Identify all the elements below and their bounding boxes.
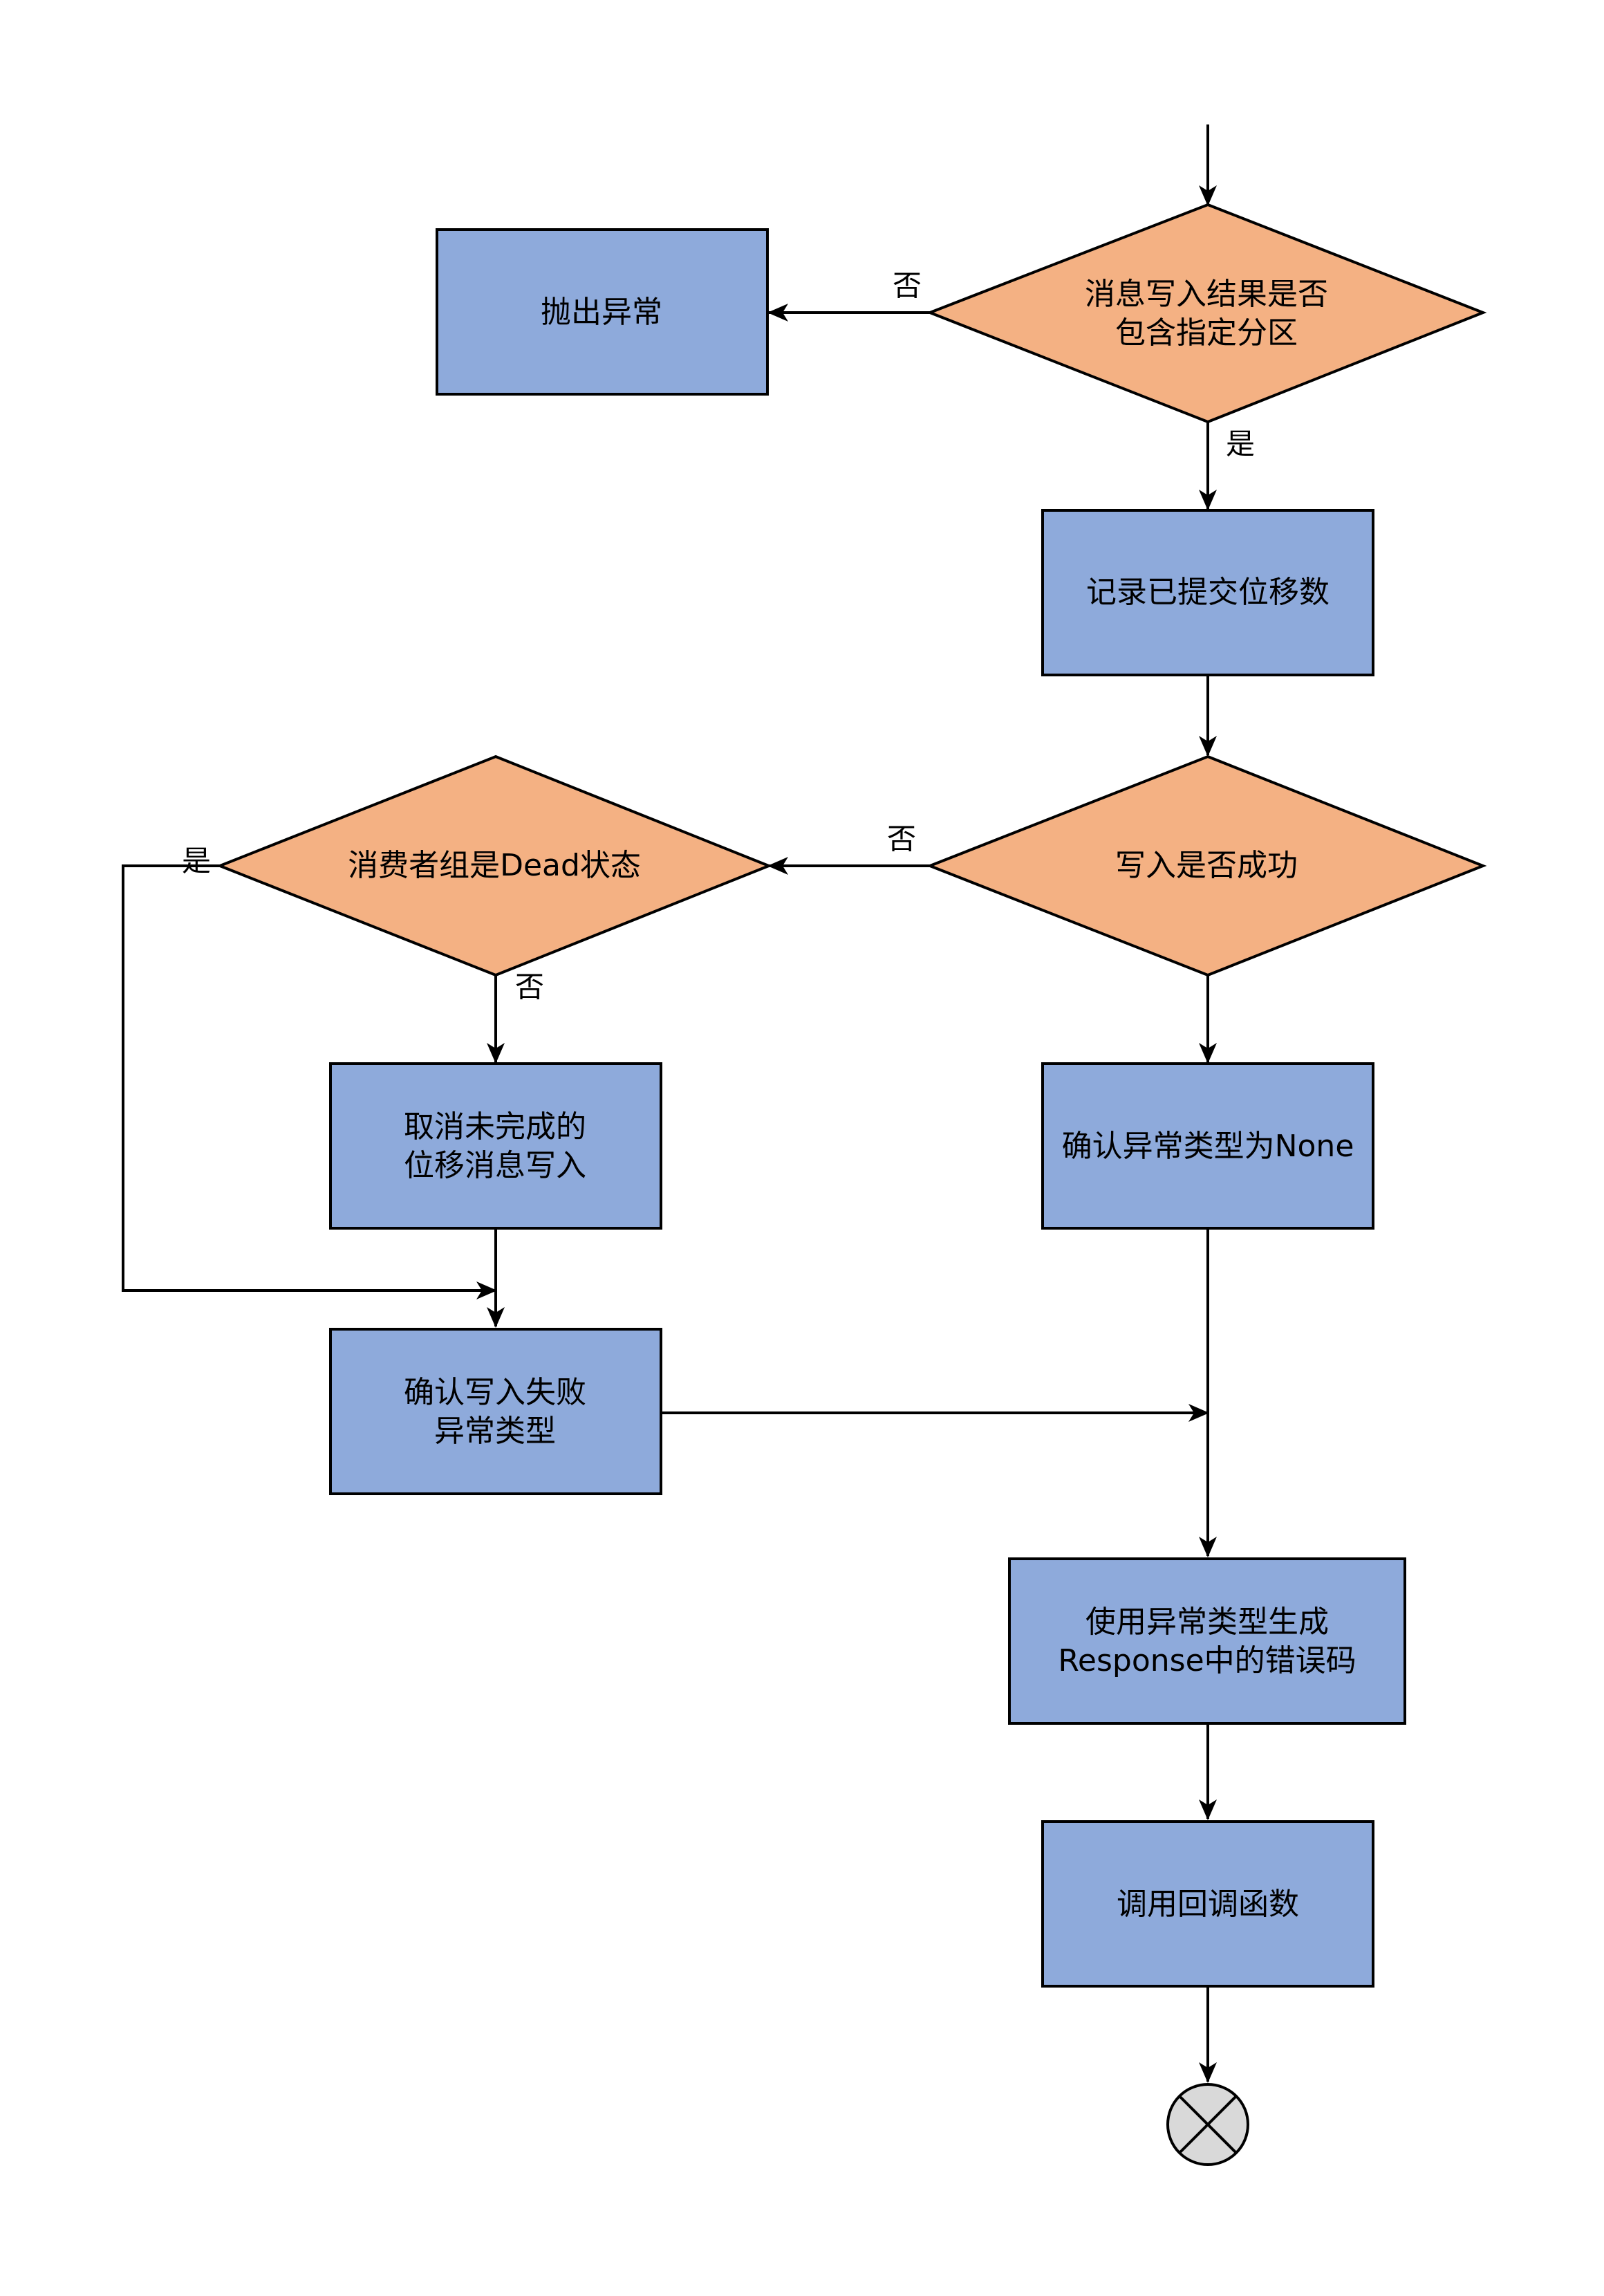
decision-check-partition-line1: 消息写入结果是否 bbox=[1085, 277, 1328, 312]
process-cancel-pending: 取消未完成的 位移消息写入 bbox=[329, 1062, 662, 1230]
process-record-offset-label: 记录已提交位移数 bbox=[1086, 575, 1330, 610]
process-shape bbox=[1008, 1557, 1406, 1725]
decision-shape bbox=[926, 754, 1487, 977]
edge-label-partition-yes: 是 bbox=[1226, 427, 1255, 461]
process-confirm-failure-line2: 异常类型 bbox=[434, 1414, 556, 1449]
process-shape bbox=[436, 228, 769, 396]
process-gen-error-code-line1: 使用异常类型生成 bbox=[1085, 1604, 1329, 1640]
edge-label-dead-yes: 是 bbox=[182, 844, 211, 878]
process-gen-error-code: 使用异常类型生成 Response中的错误码 bbox=[1008, 1557, 1406, 1725]
process-gen-error-code-line2: Response中的错误码 bbox=[1058, 1643, 1356, 1678]
process-shape bbox=[1041, 1062, 1374, 1230]
process-shape bbox=[329, 1328, 662, 1495]
decision-check-partition: 消息写入结果是否 包含指定分区 bbox=[926, 203, 1487, 424]
decision-shape bbox=[216, 754, 773, 977]
process-confirm-none: 确认异常类型为None bbox=[1041, 1062, 1374, 1230]
decision-group-dead: 消费者组是Dead状态 bbox=[216, 754, 773, 977]
process-shape bbox=[1041, 509, 1374, 676]
decision-write-success: 写入是否成功 bbox=[926, 754, 1487, 977]
edge-dead-yes bbox=[122, 864, 497, 1299]
process-cancel-pending-line2: 位移消息写入 bbox=[404, 1148, 586, 1183]
process-shape bbox=[1041, 1820, 1374, 1988]
edge-label-partition-no: 否 bbox=[893, 269, 922, 303]
decision-write-success-label: 写入是否成功 bbox=[1115, 848, 1298, 883]
process-throw-exception: 抛出异常 bbox=[436, 228, 769, 396]
process-shape bbox=[329, 1062, 662, 1230]
decision-check-partition-line2: 包含指定分区 bbox=[1115, 315, 1298, 351]
process-throw-exception-label: 抛出异常 bbox=[541, 295, 662, 330]
process-confirm-none-label: 确认异常类型为None bbox=[1062, 1129, 1354, 1164]
process-cancel-pending-line1: 取消未完成的 bbox=[404, 1109, 586, 1145]
end-terminator-icon bbox=[1166, 2083, 1249, 2166]
end-cross-line-2 bbox=[1178, 2095, 1238, 2154]
edge-label-write-no: 否 bbox=[887, 822, 916, 856]
process-confirm-failure: 确认写入失败 异常类型 bbox=[329, 1328, 662, 1495]
decision-shape bbox=[926, 203, 1487, 424]
process-confirm-failure-line1: 确认写入失败 bbox=[404, 1375, 586, 1410]
decision-group-dead-label: 消费者组是Dead状态 bbox=[348, 848, 641, 883]
process-callback-label: 调用回调函数 bbox=[1117, 1887, 1299, 1922]
process-record-offset: 记录已提交位移数 bbox=[1041, 509, 1374, 676]
edges bbox=[122, 124, 1217, 2083]
edge-labels: 否 是 否 是 否 bbox=[182, 269, 1255, 1004]
edge-label-dead-no: 否 bbox=[515, 970, 544, 1004]
process-callback: 调用回调函数 bbox=[1041, 1820, 1374, 1988]
